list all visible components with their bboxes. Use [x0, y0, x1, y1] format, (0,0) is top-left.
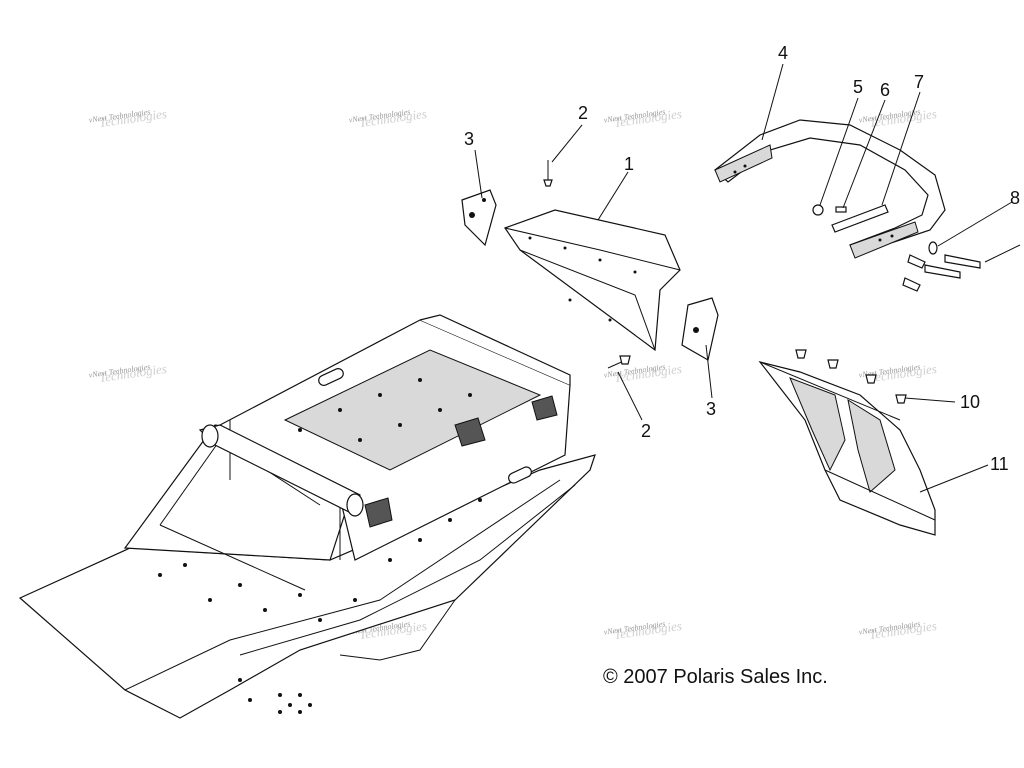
watermark: Technologies vNext Technologies — [603, 361, 683, 385]
grab-bar — [714, 119, 946, 259]
watermark: Technologies vNext Technologies — [603, 618, 683, 642]
callout-2-bottom: 2 — [641, 421, 651, 441]
watermark: Technologies vNext Technologies — [88, 361, 168, 385]
washer — [835, 206, 847, 213]
callout-1: 1 — [624, 154, 634, 174]
leader-lines — [474, 63, 1021, 493]
callout-4: 4 — [778, 43, 788, 63]
watermark: Technologies vNext Technologies — [858, 618, 938, 642]
watermark: Technologies vNext Technologies — [88, 106, 168, 130]
callout-2-top: 2 — [578, 103, 588, 123]
rivet-bottom — [607, 355, 631, 369]
rack-tray — [504, 209, 681, 352]
chassis-tunnel — [18, 314, 596, 719]
callout-3-left: 3 — [464, 129, 474, 149]
watermark: Technologies vNext Technologies — [348, 106, 428, 130]
rivet-holes — [158, 378, 482, 714]
callout-6: 6 — [880, 80, 890, 100]
nut — [812, 204, 824, 216]
watermark: Technologies vNext Technologies — [603, 106, 683, 130]
callout-10: 10 — [960, 392, 980, 412]
callout-3-right: 3 — [706, 399, 716, 419]
callout-5: 5 — [853, 77, 863, 97]
flap-rivets — [795, 349, 907, 404]
bolts — [902, 241, 981, 292]
callout-7: 7 — [914, 72, 924, 92]
callout-8: 8 — [1010, 188, 1020, 208]
callouts: 1 2 2 3 3 4 5 6 7 8 10 11 — [464, 43, 1020, 474]
snow-flap — [758, 360, 936, 536]
bracket-right — [681, 297, 719, 361]
plate — [831, 204, 889, 233]
bracket-left — [461, 189, 497, 247]
rivet-top — [543, 160, 553, 187]
callout-11: 11 — [990, 454, 1009, 474]
copyright-notice: © 2007 Polaris Sales Inc. — [603, 666, 828, 688]
watermark: Technologies vNext Technologies — [858, 106, 938, 130]
